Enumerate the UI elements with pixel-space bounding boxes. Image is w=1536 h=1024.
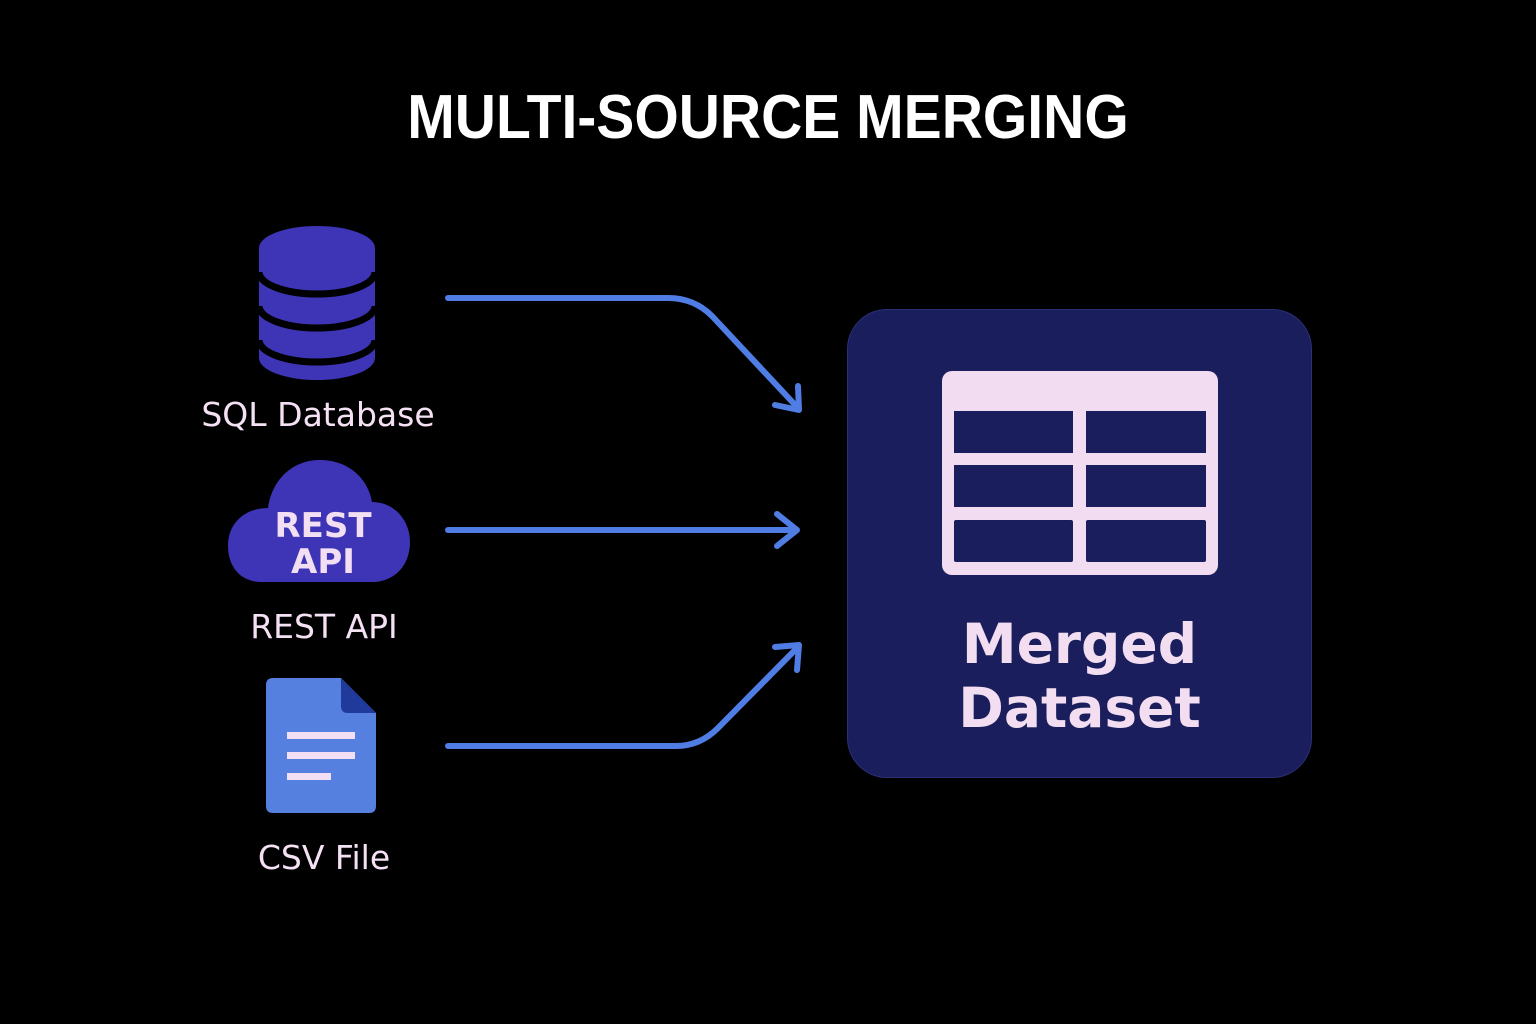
cloud-text-line1: REST [274, 506, 372, 546]
cloud-icon-text: REST API [228, 508, 418, 580]
source-label-sql: SQL Database [201, 395, 435, 434]
document-icon [266, 678, 376, 813]
merged-dataset-label: Merged Dataset [847, 612, 1312, 740]
source-label-csv: CSV File [257, 838, 391, 877]
arrow-sql-to-merged [445, 295, 801, 411]
database-icon [255, 226, 379, 380]
arrowhead-csv [772, 642, 802, 673]
cloud-icon [228, 460, 410, 582]
arrow-csv-to-merged [445, 644, 801, 749]
diagram-title: MULTI-SOURCE MERGING [407, 83, 1129, 152]
merged-label-line2: Dataset [958, 676, 1201, 740]
arrowhead-sql [772, 383, 802, 413]
source-label-rest: REST API [250, 607, 398, 646]
merged-label-line1: Merged [961, 612, 1198, 676]
arrowhead-rest [774, 511, 800, 549]
table-icon [942, 371, 1218, 575]
cloud-text-line2: API [291, 542, 355, 582]
